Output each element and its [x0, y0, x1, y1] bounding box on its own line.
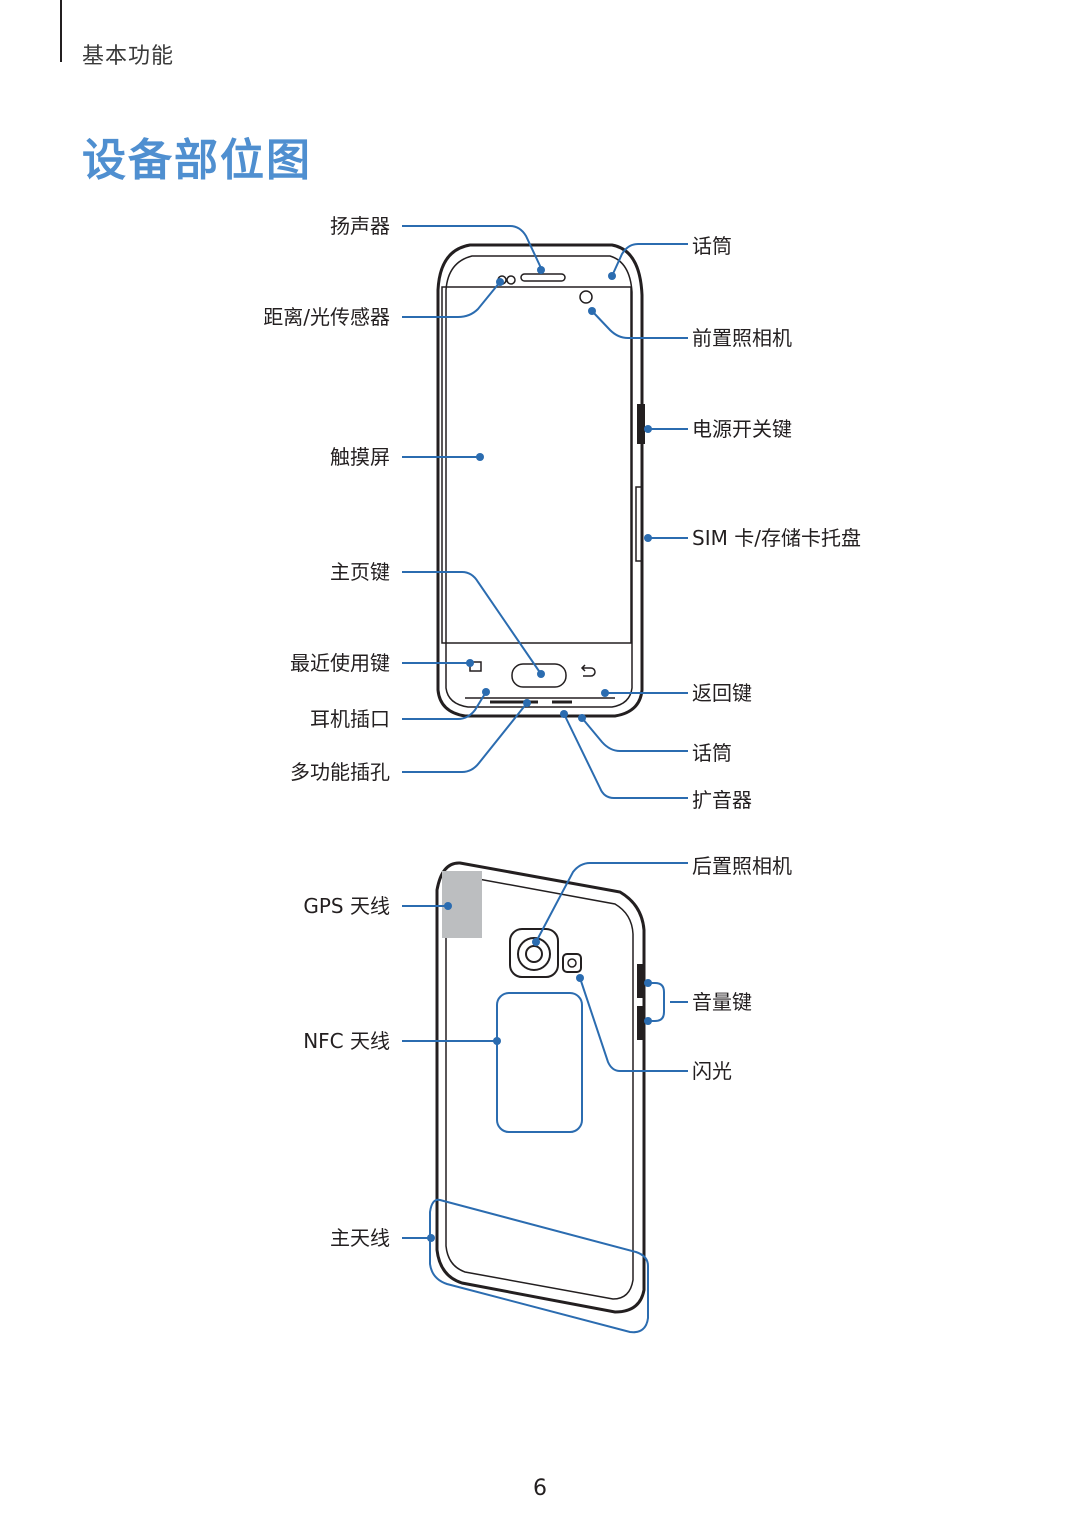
main-antenna-region	[429, 1198, 649, 1334]
label-sim-card-tray: SIM 卡/存储卡托盘	[692, 526, 861, 550]
label-nfc-antenna: NFC 天线	[303, 1029, 390, 1053]
back-glyph	[580, 664, 596, 677]
label-speaker: 扬声器	[330, 214, 390, 238]
leader-multipurpose	[402, 702, 528, 773]
rear-camera-housing	[509, 928, 559, 978]
label-microphone-top: 话筒	[692, 234, 732, 258]
front-screen	[441, 286, 632, 644]
back-body-outline	[435, 861, 646, 1314]
label-gps-antenna: GPS 天线	[303, 894, 390, 918]
flash-lens	[567, 958, 577, 968]
label-front-camera: 前置照相机	[692, 326, 792, 350]
leader-dots	[427, 266, 652, 1242]
label-earphone-jack: 耳机插口	[310, 707, 390, 731]
rear-camera-lens	[525, 945, 543, 963]
front-body-inner	[445, 255, 633, 708]
volume-down-shape	[637, 1006, 645, 1040]
leader-loudspeaker	[564, 715, 688, 799]
earpiece-grille	[520, 273, 566, 282]
label-back-key: 返回键	[692, 681, 752, 705]
leader-volume	[648, 982, 688, 1022]
leader-flash	[579, 977, 688, 1072]
section-rule	[60, 0, 62, 62]
leader-rear-camera	[535, 862, 688, 943]
flash-housing	[562, 953, 582, 973]
power-key-shape	[637, 404, 645, 444]
volume-up-shape	[637, 964, 645, 998]
label-main-antenna: 主天线	[330, 1226, 390, 1250]
antenna-highlights	[429, 992, 649, 1334]
front-camera-lens	[579, 290, 593, 304]
leader-proximity	[402, 281, 501, 318]
label-proximity-light-sensor: 距离/光传感器	[263, 305, 390, 329]
label-home-key: 主页键	[330, 560, 390, 584]
label-rear-camera: 后置照相机	[692, 854, 792, 878]
label-volume-key: 音量键	[692, 990, 752, 1014]
label-flash: 闪光	[692, 1059, 732, 1083]
page-title: 设备部位图	[82, 135, 312, 186]
label-touchscreen: 触摸屏	[330, 445, 390, 469]
nfc-antenna-region	[496, 992, 583, 1133]
sim-tray-shape	[635, 486, 643, 562]
page-number: 6	[533, 1476, 547, 1501]
section-label: 基本功能	[82, 44, 175, 69]
leader-speaker	[402, 225, 542, 269]
sensor-dot-2	[506, 275, 516, 285]
leader-lines	[402, 225, 688, 1239]
leader-front-camera	[591, 310, 688, 339]
leader-home-key	[402, 571, 542, 675]
rear-camera-ring	[517, 937, 551, 971]
leader-mic-top	[611, 243, 688, 277]
leader-earphone	[402, 691, 487, 720]
label-loudspeaker: 扩音器	[692, 788, 752, 812]
home-button-shape	[511, 663, 567, 688]
label-multipurpose-jack: 多功能插孔	[290, 760, 390, 784]
label-power-key: 电源开关键	[692, 417, 792, 441]
front-body-outline	[436, 243, 644, 718]
label-recent-apps-key: 最近使用键	[290, 651, 390, 675]
back-view	[435, 861, 646, 1314]
leader-mic-bottom	[581, 717, 688, 752]
label-microphone-bottom: 话筒	[692, 741, 732, 765]
